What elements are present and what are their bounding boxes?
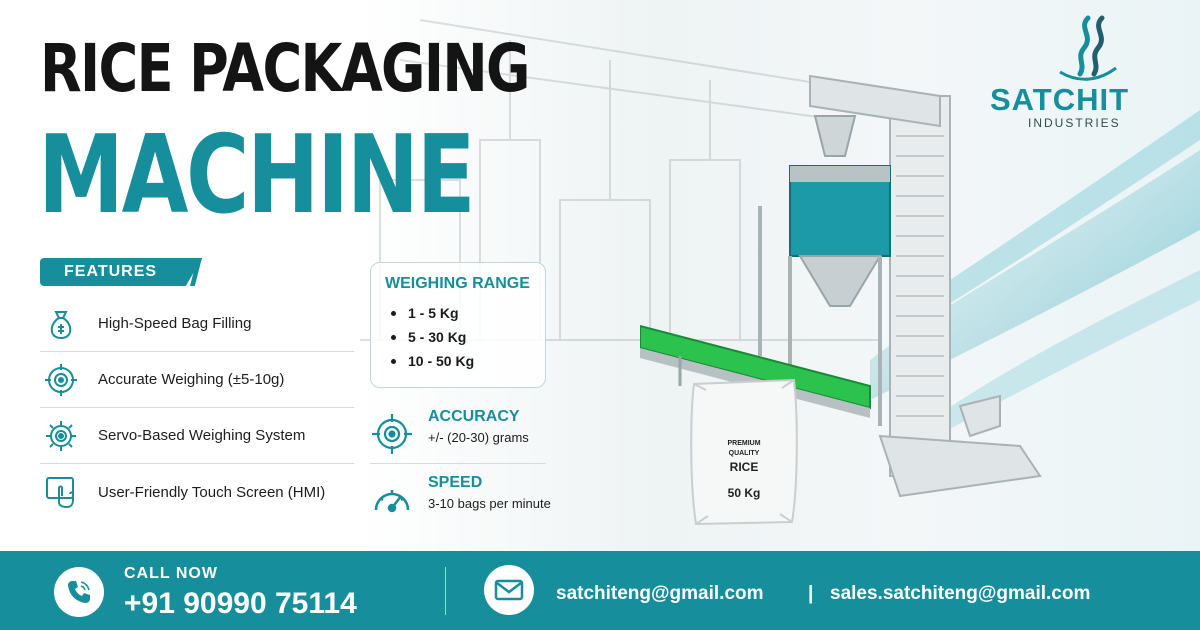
feature-item: High-Speed Bag Filling bbox=[40, 296, 354, 352]
speed-heading: SPEED bbox=[428, 474, 483, 491]
bullet-icon bbox=[391, 358, 396, 364]
bag-label-quality: QUALITY bbox=[728, 450, 760, 457]
contact-footer: CALL NOW +91 90990 75114 satchiteng@gmai… bbox=[0, 551, 1200, 630]
footer-divider bbox=[445, 567, 446, 615]
range-value: 10 - 50 Kg bbox=[408, 353, 475, 369]
headline-line-2: MACHINE bbox=[38, 113, 476, 238]
range-item: 5 - 30 Kg bbox=[385, 325, 545, 349]
feature-item: Servo-Based Weighing System bbox=[40, 408, 354, 464]
email-link-sales[interactable]: sales.satchiteng@gmail.com bbox=[830, 583, 1091, 604]
rice-bag-illustration bbox=[690, 378, 798, 526]
email-icon[interactable] bbox=[484, 565, 534, 615]
range-value: 1 - 5 Kg bbox=[408, 305, 459, 321]
brand-name: SATCHIT bbox=[990, 82, 1130, 117]
speed-spec: SPEED 3-10 bags per minute bbox=[370, 474, 551, 522]
phone-icon[interactable] bbox=[54, 567, 104, 617]
phone-number-link[interactable]: +91 90990 75114 bbox=[124, 587, 357, 620]
bullet-icon bbox=[391, 334, 396, 340]
satchit-logo-icon bbox=[1059, 15, 1117, 81]
weighing-range-box: WEIGHING RANGE 1 - 5 Kg 5 - 30 Kg 10 - 5… bbox=[370, 262, 546, 388]
headline-line-1: RICE PACKAGING bbox=[40, 30, 530, 107]
range-item: 1 - 5 Kg bbox=[385, 301, 545, 325]
accuracy-spec: ACCURACY +/- (20-30) grams bbox=[370, 408, 529, 456]
range-item: 10 - 50 Kg bbox=[385, 349, 545, 373]
crosshair-icon bbox=[372, 414, 412, 454]
bullet-icon bbox=[391, 310, 396, 316]
range-value: 5 - 30 Kg bbox=[408, 329, 467, 345]
feature-item: Accurate Weighing (±5-10g) bbox=[40, 352, 354, 408]
target-icon bbox=[40, 359, 82, 401]
feature-label: Servo-Based Weighing System bbox=[98, 427, 306, 444]
feature-label: User-Friendly Touch Screen (HMI) bbox=[98, 483, 326, 501]
accuracy-value: +/- (20-30) grams bbox=[428, 430, 529, 445]
feature-label: Accurate Weighing (±5-10g) bbox=[98, 371, 285, 388]
bag-label-rice: RICE bbox=[729, 460, 759, 474]
speed-value: 3-10 bags per minute bbox=[428, 496, 551, 511]
accuracy-heading: ACCURACY bbox=[428, 408, 520, 425]
features-heading: FEATURES bbox=[40, 258, 202, 286]
bag-label-premium: PREMIUM bbox=[727, 440, 761, 447]
feature-list: High-Speed Bag Filling Accurate Weighing… bbox=[40, 296, 354, 520]
packaging-machine-illustration bbox=[640, 74, 1042, 498]
bag-label-weight: 50 Kg bbox=[727, 486, 761, 500]
feature-item: User-Friendly Touch Screen (HMI) bbox=[40, 464, 354, 520]
divider bbox=[370, 463, 546, 464]
email-link-primary[interactable]: satchiteng@gmail.com bbox=[556, 583, 764, 604]
gear-icon bbox=[40, 415, 82, 457]
touch-screen-icon bbox=[40, 471, 82, 513]
weighing-range-heading: WEIGHING RANGE bbox=[385, 275, 530, 292]
money-bag-icon bbox=[40, 303, 82, 345]
call-now-label: CALL NOW bbox=[124, 565, 218, 582]
email-separator: | bbox=[808, 583, 814, 604]
brand-subtitle: INDUSTRIES bbox=[1028, 116, 1121, 130]
speedometer-icon bbox=[374, 490, 410, 513]
feature-label: High-Speed Bag Filling bbox=[98, 315, 252, 332]
